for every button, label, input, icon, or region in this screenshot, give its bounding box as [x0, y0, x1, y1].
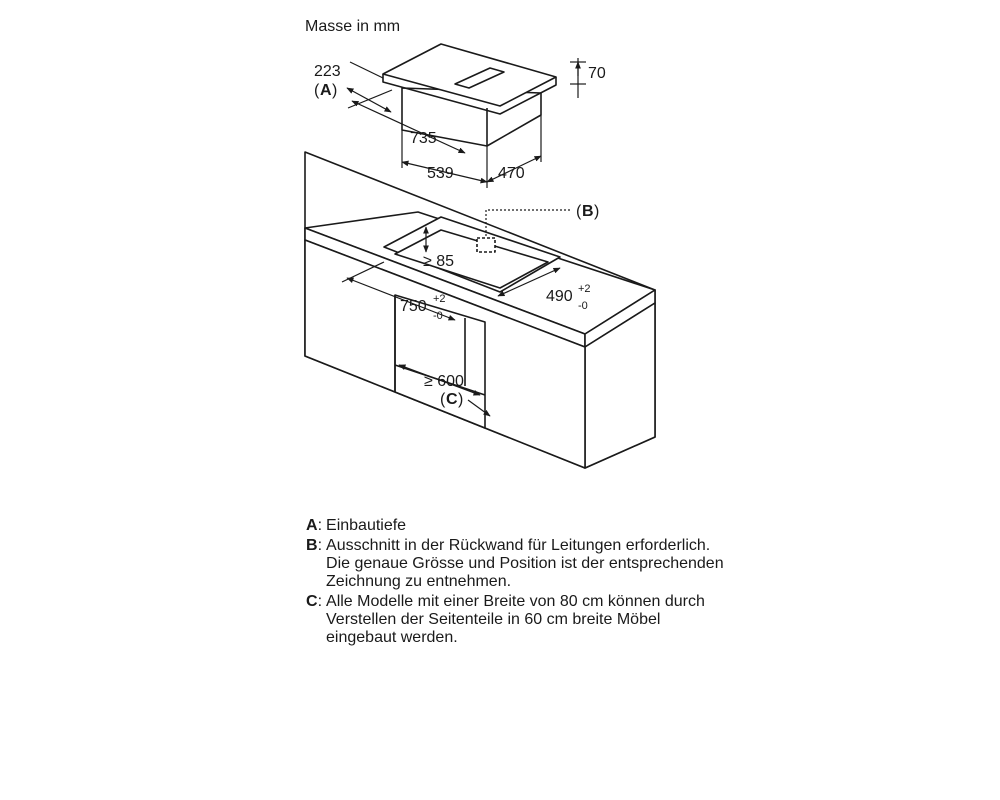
- legend-key: A: [306, 517, 318, 534]
- legend-key: C: [306, 593, 318, 610]
- dim-539-line: [401, 160, 488, 184]
- cabinet-illustration: [304, 151, 656, 469]
- legend-key: B: [306, 537, 318, 554]
- dim-470-label: 470: [498, 165, 525, 182]
- dim-750-tol-lower: -0: [433, 310, 443, 322]
- dim-85-label: ≥ 85: [423, 253, 454, 270]
- legend-item-a: A: Einbautiefe: [306, 517, 726, 535]
- dim-223-label: 223: [314, 63, 341, 80]
- c-arrow: [467, 399, 491, 417]
- dim-c-open: (: [440, 391, 446, 408]
- dim-c-label: C: [446, 391, 458, 408]
- legend-text: Alle Modelle mit einer Breite von 80 cm …: [326, 593, 705, 646]
- cabinet-dimensions: [341, 209, 572, 417]
- leader-b: [485, 209, 572, 236]
- hob-glass-edge: [382, 74, 557, 115]
- units-title: Masse in mm: [305, 18, 400, 35]
- dim-600-label: ≥ 600: [424, 373, 464, 390]
- dim-735-line: [351, 100, 466, 154]
- dim-490-tol-upper: +2: [578, 283, 591, 295]
- dim-c-close: ): [458, 391, 463, 408]
- hob-illustration: [382, 43, 557, 147]
- dim-70-label: 70: [588, 65, 606, 82]
- dim-539-label: 539: [427, 165, 454, 182]
- legend-item-c: C: Alle Modelle mit einer Breite von 80 …: [306, 593, 726, 647]
- legend-text: Einbautiefe: [326, 517, 407, 534]
- dim-a-close: ): [332, 82, 337, 99]
- dim-b-open: (: [576, 203, 582, 220]
- dim-490-line: [497, 267, 561, 297]
- rear-cutout-b: [476, 237, 496, 253]
- legend-item-b: B: Ausschnitt in der Rückwand für Leitun…: [306, 537, 726, 591]
- dim-b-close: ): [594, 203, 599, 220]
- dim-b-label: B: [582, 203, 594, 220]
- hob-dimensions: [346, 58, 586, 188]
- dim-735-label: 735: [410, 130, 437, 147]
- dim-750-tol-upper: +2: [433, 293, 446, 305]
- dim-470-line: [486, 155, 542, 183]
- dim-490-label: 490: [546, 288, 573, 305]
- dim-a-label: A: [320, 82, 332, 99]
- extraction-slot: [454, 67, 505, 89]
- dim-223-ext: [349, 61, 384, 79]
- dim-750-line: [346, 277, 456, 321]
- legend-text: Ausschnitt in der Rückwand für Leitungen…: [326, 537, 724, 590]
- dim-490-tol-lower: -0: [578, 300, 588, 312]
- legend: A: Einbautiefe B: Ausschnitt in der Rück…: [306, 517, 726, 649]
- dim-750-label: 750: [400, 298, 427, 315]
- dim-a-open: (: [314, 82, 320, 99]
- dim-600-line: [398, 364, 481, 396]
